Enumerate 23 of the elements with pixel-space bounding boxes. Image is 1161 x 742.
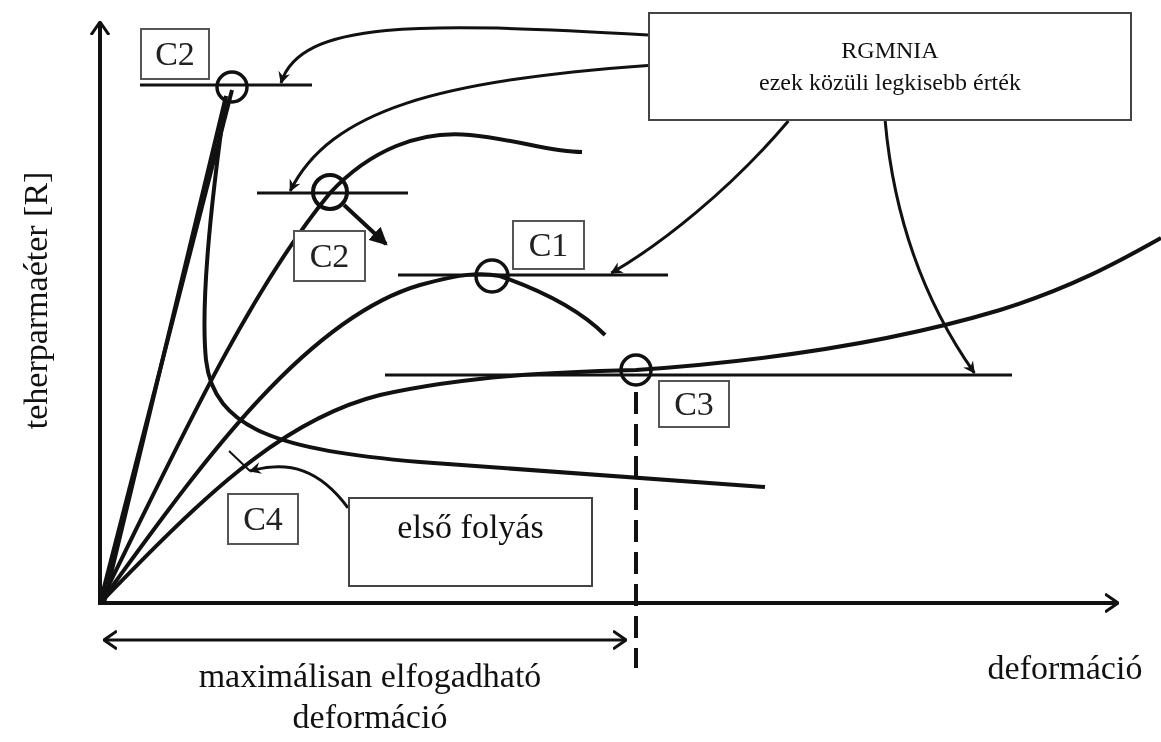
axis-label: teherparmaéter [R] <box>15 170 55 432</box>
leader-line <box>883 120 976 374</box>
level-line <box>398 273 668 277</box>
tick-mark <box>228 450 251 472</box>
note-text: első folyás <box>397 507 544 547</box>
point-label: C1 <box>512 220 585 270</box>
note-heading: RGMNIA <box>841 36 939 65</box>
point-label: C4 <box>227 493 299 545</box>
point-label: C3 <box>658 380 730 428</box>
note-box <box>348 497 593 587</box>
level-line <box>140 83 312 87</box>
point-label: C2 <box>140 28 210 80</box>
note-text: ezek közüli legkisebb érték <box>759 68 1021 97</box>
point-label: C2 <box>293 230 366 282</box>
leader-line <box>610 120 790 275</box>
leader-line <box>249 462 350 509</box>
leader-line <box>279 26 649 84</box>
axis-label: deformáció <box>986 648 1144 688</box>
level-line <box>257 191 408 195</box>
level-line <box>385 373 1012 377</box>
note-box <box>648 12 1132 121</box>
leader-line <box>288 63 649 192</box>
dimension-label: maximálisan elfogadható deformáció <box>197 656 543 737</box>
